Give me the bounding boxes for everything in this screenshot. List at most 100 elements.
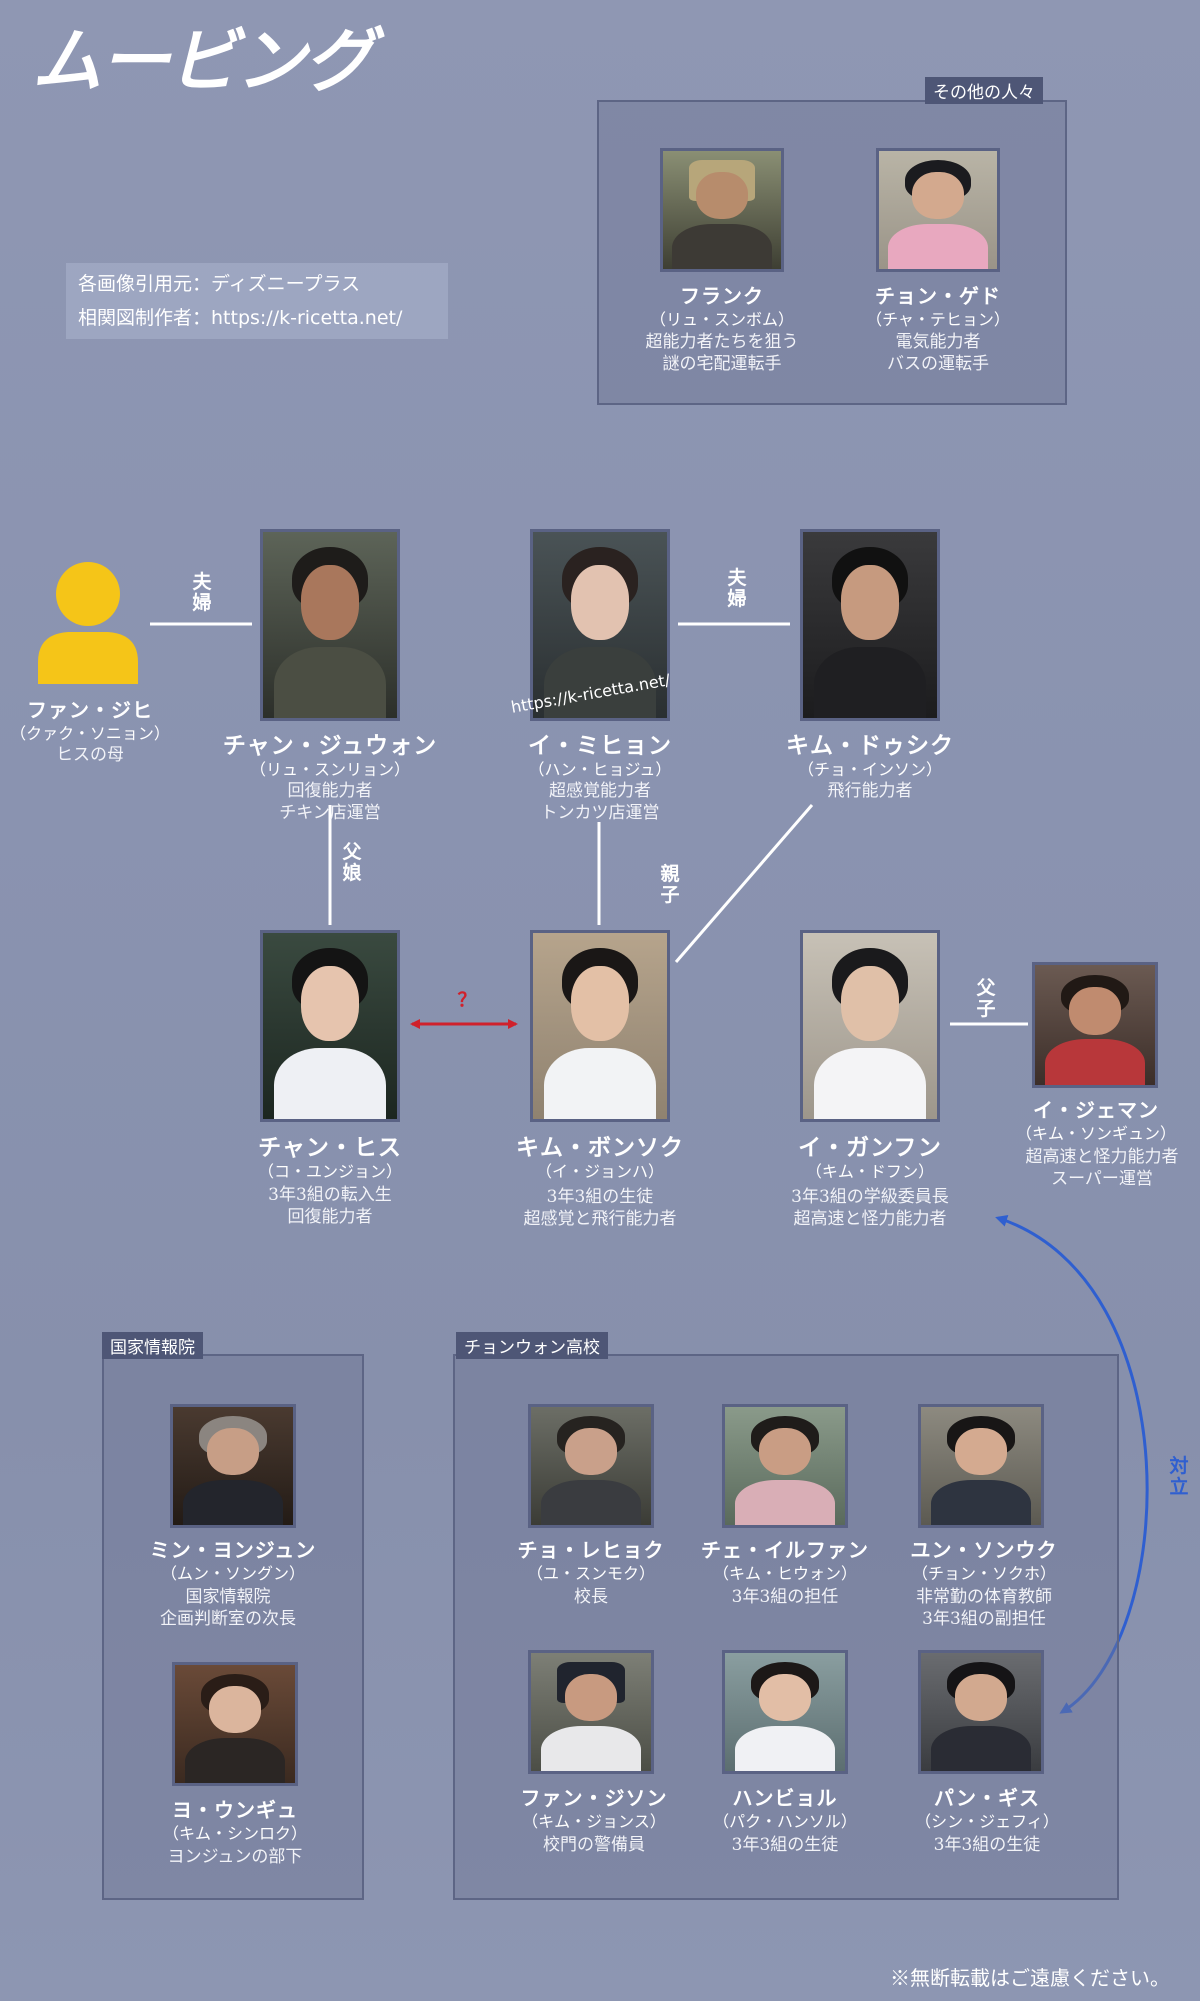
desc-frank-2: 謎の宅配運転手: [662, 354, 782, 374]
actor-juwon: （リュ・スンリョン）: [249, 760, 411, 779]
actor-rehyok: （ユ・スンモク）: [526, 1564, 656, 1583]
desc-mihyon-1: 超感覚能力者: [549, 781, 651, 801]
desc-gedo-2: バスの運転手: [887, 354, 989, 374]
title-logo: ムービング: [32, 20, 374, 102]
person-icon: [34, 560, 142, 688]
actor-gedo: （チャ・テヒョン）: [866, 310, 1010, 329]
name-ganghun: イ・ガンフン: [798, 1134, 942, 1161]
actor-frank: （リュ・スンボム）: [649, 310, 795, 329]
photo-hanbyol: [722, 1650, 848, 1774]
actor-hisu: （コ・ユンジョン）: [257, 1162, 403, 1181]
credit-image-source: 各画像引用元：ディズニープラス: [78, 273, 361, 295]
photo-dushik: [800, 529, 940, 721]
footer-note: ※無断転載はご遠慮ください。: [890, 1966, 1170, 1990]
arrow-ganghun-gisu: [995, 1215, 1149, 1714]
name-jihi: ファン・ジヒ: [27, 698, 153, 722]
desc-rehyok-1: 校長: [574, 1587, 608, 1607]
photo-ungyu: [172, 1662, 298, 1786]
actor-bongsok: （イ・ジョンハ）: [535, 1162, 665, 1181]
relation-father-daughter: 父娘: [342, 841, 362, 884]
photo-juwon: [260, 529, 400, 721]
desc-frank-1: 超能力者たちを狙う: [645, 332, 799, 352]
actor-sonuk: （チョン・ソクホ）: [911, 1564, 1057, 1583]
desc-sonuk-1: 非常勤の体育教師: [916, 1587, 1052, 1607]
photo-jeman: [1032, 962, 1158, 1088]
desc-ilfan-1: 3年3組の担任: [731, 1587, 839, 1607]
credits-box: 各画像引用元：ディズニープラス 相関図制作者：https://k-ricetta…: [66, 263, 448, 339]
desc-ungyu-1: ヨンジュンの部下: [167, 1847, 303, 1867]
photo-hisu: [260, 930, 400, 1122]
desc-mihyon-2: トンカツ店運営: [540, 803, 660, 823]
photo-mihyon: [530, 529, 670, 721]
actor-dushik: （チョ・インソン）: [797, 760, 943, 779]
photo-gedo: [876, 148, 1000, 272]
name-jeman: イ・ジェマン: [1033, 1098, 1159, 1122]
group-nis-label: 国家情報院: [102, 1332, 203, 1359]
actor-jihi: （クァク・ソニョン）: [10, 724, 170, 743]
photo-ganghun: [800, 930, 940, 1122]
name-yongjun: ミン・ヨンジュン: [149, 1538, 317, 1562]
desc-ganghun-2: 超高速と怪力能力者: [793, 1209, 947, 1229]
relation-rival: 対立: [1169, 1455, 1189, 1498]
photo-bongsok: [530, 930, 670, 1122]
name-rehyok: チョ・レヒョク: [517, 1538, 665, 1562]
name-hisu: チャン・ヒス: [258, 1134, 402, 1161]
relation-couple-2: 夫婦: [727, 567, 747, 610]
name-mihyon: イ・ミヒョン: [528, 732, 672, 759]
relation-father-son: 父子: [976, 977, 996, 1020]
desc-dushik-1: 飛行能力者: [827, 781, 913, 801]
desc-jison-1: 校門の警備員: [543, 1835, 645, 1855]
desc-jihi-1: ヒスの母: [56, 745, 124, 765]
desc-ganghun-1: 3年3組の学級委員長: [791, 1187, 949, 1207]
relation-parent-child: 親子: [660, 863, 680, 906]
desc-hanbyol-1: 3年3組の生徒: [731, 1835, 839, 1855]
desc-yongjun-2: 企画判断室の次長: [160, 1609, 296, 1629]
actor-jeman: （キム・ソンギュン）: [1015, 1124, 1177, 1143]
desc-sonuk-2: 3年3組の副担任: [922, 1609, 1046, 1629]
name-jison: ファン・ジソン: [520, 1786, 668, 1810]
desc-gisu-1: 3年3組の生徒: [933, 1835, 1041, 1855]
desc-gedo-1: 電気能力者: [895, 332, 981, 352]
photo-jison: [528, 1650, 654, 1774]
desc-yongjun-1: 国家情報院: [185, 1587, 271, 1607]
desc-bongsok-1: 3年3組の生徒: [546, 1187, 654, 1207]
actor-gisu: （シン・ジェフィ）: [915, 1812, 1059, 1831]
name-ilfan: チェ・イルファン: [701, 1538, 869, 1562]
photo-gisu: [918, 1650, 1044, 1774]
photo-sonuk: [918, 1404, 1044, 1528]
desc-hisu-1: 3年3組の転入生: [268, 1185, 392, 1205]
name-hanbyol: ハンビョル: [732, 1786, 838, 1810]
group-school-label: チョンウォン高校: [456, 1332, 608, 1359]
desc-juwon-1: 回復能力者: [287, 781, 373, 801]
name-juwon: チャン・ジュウォン: [222, 732, 438, 759]
group-others-label: その他の人々: [925, 77, 1043, 104]
photo-yongjun: [170, 1404, 296, 1528]
desc-jeman-1: 超高速と怪力能力者: [1025, 1147, 1179, 1167]
actor-mihyon: （ハン・ヒョジュ）: [528, 760, 672, 779]
actor-ungyu: （キム・シンロク）: [162, 1824, 308, 1843]
actor-ganghun: （キム・ドフン）: [805, 1162, 935, 1181]
name-ungyu: ヨ・ウンギュ: [172, 1798, 298, 1822]
name-dushik: キム・ドゥシク: [786, 732, 954, 759]
relation-couple-1: 夫婦: [192, 571, 212, 614]
name-sonuk: ユン・ソンウク: [910, 1538, 1058, 1562]
relation-unknown: ？: [457, 989, 477, 1011]
desc-jeman-2: スーパー運営: [1051, 1169, 1153, 1189]
desc-bongsok-2: 超感覚と飛行能力者: [523, 1209, 677, 1229]
desc-juwon-2: チキン店運営: [279, 803, 381, 823]
actor-yongjun: （ムン・ソングン）: [160, 1564, 306, 1583]
desc-hisu-2: 回復能力者: [287, 1207, 373, 1227]
line-dushik-bongsok: [674, 804, 814, 963]
photo-frank: [660, 148, 784, 272]
name-bongsok: キム・ボンソク: [516, 1134, 684, 1161]
actor-jison: （キム・ジョンス）: [522, 1812, 666, 1831]
actor-hanbyol: （パク・ハンソル）: [713, 1812, 857, 1831]
name-gisu: パン・ギス: [934, 1786, 1040, 1810]
credit-author: 相関図制作者：https://k-ricetta.net/: [78, 307, 403, 329]
photo-ilfan: [722, 1404, 848, 1528]
photo-rehyok: [528, 1404, 654, 1528]
name-gedo: チョン・ゲド: [875, 284, 1001, 308]
actor-ilfan: （キム・ヒウォン）: [712, 1564, 858, 1583]
name-frank: フランク: [680, 284, 764, 308]
